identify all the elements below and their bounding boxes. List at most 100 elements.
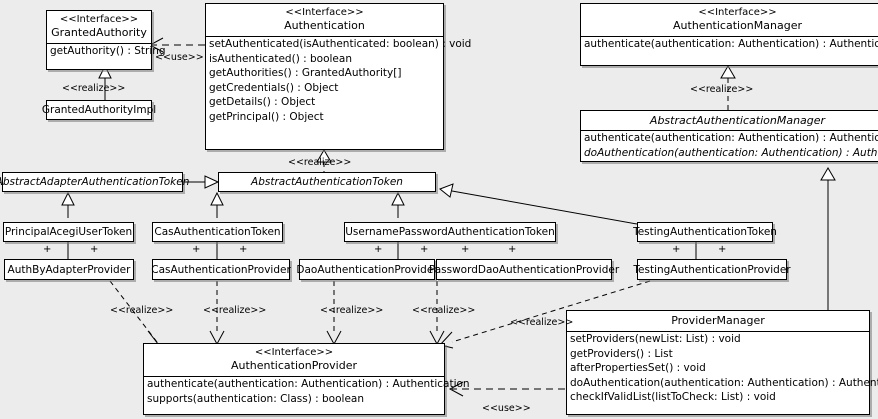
edge-label-realize-dao-provider: <<realize>> xyxy=(320,305,384,316)
multiplicity-plus: + xyxy=(508,244,517,255)
class-header: AbstractAuthenticationManager xyxy=(581,111,878,130)
class-testing-authentication-provider[interactable]: TestingAuthenticationProvider xyxy=(633,259,791,280)
class-name: DaoAuthenticationProvider xyxy=(296,263,438,276)
member-row: doAuthentication(authentication: Authent… xyxy=(584,146,878,159)
stereotype-label: <<Interface>> xyxy=(698,7,777,18)
edge-label-realize-cas-provider: <<realize>> xyxy=(203,305,267,316)
member-row: getAuthority() : String xyxy=(50,45,166,57)
class-header: AbstractAdapterAuthenticationToken xyxy=(0,173,189,191)
class-principal-acegi-user-token[interactable]: PrincipalAcegiUserToken xyxy=(3,222,134,242)
class-header: <<Interface>> AuthenticationManager xyxy=(581,4,878,36)
class-name: Authentication xyxy=(284,19,365,32)
class-authentication[interactable]: <<Interface>> Authentication setAuthenti… xyxy=(205,3,472,150)
class-header: <<Interface>> AuthenticationProvider xyxy=(144,344,444,376)
stereotype-label: <<Interface>> xyxy=(59,14,139,25)
member-compartment: setAuthenticated(isAuthenticated: boolea… xyxy=(206,36,472,124)
multiplicity-plus: + xyxy=(90,244,99,255)
class-abstract-authentication-token[interactable]: AbstractAuthenticationToken xyxy=(218,172,436,192)
class-name: AbstractAuthenticationToken xyxy=(251,176,403,188)
class-name: CasAuthenticationToken xyxy=(154,226,281,238)
class-password-dao-authentication-provider[interactable]: PasswordDaoAuthenticationProvider xyxy=(429,259,619,280)
edge-label-realize-abstract-authentication-token: <<realize>> xyxy=(288,157,352,168)
class-granted-authority-impl[interactable]: GrantedAuthorityImpl xyxy=(42,100,156,120)
class-header: DaoAuthenticationProvider xyxy=(296,260,437,279)
member-row: getDetails() : Object xyxy=(209,96,316,108)
class-username-password-authentication-token[interactable]: UsernamePasswordAuthenticationToken xyxy=(344,222,556,242)
multiplicity-plus: + xyxy=(374,244,383,255)
member-compartment: authenticate(authentication: Authenticat… xyxy=(144,376,470,406)
class-cas-authentication-token[interactable]: CasAuthenticationToken xyxy=(152,222,283,242)
member-compartment: getAuthority() : String xyxy=(47,43,166,59)
class-name: TestingAuthenticationToken xyxy=(633,226,777,238)
member-row: doAuthentication(authentication: Authent… xyxy=(570,376,878,389)
class-header: ProviderManager xyxy=(567,311,869,331)
member-row: getPrincipal() : Object xyxy=(209,110,324,123)
class-abstract-adapter-authentication-token[interactable]: AbstractAdapterAuthenticationToken xyxy=(0,172,189,192)
multiplicity-plus: + xyxy=(672,244,681,255)
member-compartment: authenticate(authentication: Authenticat… xyxy=(581,130,878,160)
multiplicity-plus: + xyxy=(461,244,470,255)
class-abstract-authentication-manager[interactable]: AbstractAuthenticationManager authentica… xyxy=(580,110,878,162)
class-testing-authentication-token[interactable]: TestingAuthenticationToken xyxy=(633,222,777,242)
class-auth-by-adapter-provider[interactable]: AuthByAdapterProvider xyxy=(4,259,134,280)
class-name: CasAuthenticationProvider xyxy=(151,263,291,276)
edge-label-use-provider-manager: <<use>> xyxy=(482,403,531,414)
class-cas-authentication-provider[interactable]: CasAuthenticationProvider xyxy=(151,259,291,280)
member-compartment: setProviders(newList: List) : void getPr… xyxy=(567,331,878,405)
class-name: PrincipalAcegiUserToken xyxy=(4,226,133,238)
member-row: getProviders() : List xyxy=(570,347,673,360)
member-row: isAuthenticated() : boolean xyxy=(209,52,352,65)
member-row: supports(authentication: Class) : boolea… xyxy=(147,392,364,405)
class-header: PasswordDaoAuthenticationProvider xyxy=(429,260,619,279)
multiplicity-plus: + xyxy=(420,244,429,255)
class-header: AbstractAuthenticationToken xyxy=(219,173,435,191)
class-name: AuthenticationProvider xyxy=(230,359,358,372)
class-name: GrantedAuthority xyxy=(51,26,147,39)
class-name: UsernamePasswordAuthenticationToken xyxy=(345,226,555,238)
class-header: PrincipalAcegiUserToken xyxy=(4,223,133,241)
edge-label-realize-auth-by-adapter: <<realize>> xyxy=(110,305,174,316)
class-name: ProviderManager xyxy=(671,314,765,327)
member-row: afterPropertiesSet() : void xyxy=(570,362,706,374)
class-header: CasAuthenticationProvider xyxy=(151,260,291,279)
multiplicity-plus: + xyxy=(43,244,52,255)
multiplicity-plus: + xyxy=(192,244,201,255)
class-header: CasAuthenticationToken xyxy=(153,223,282,241)
class-authentication-provider[interactable]: <<Interface>> AuthenticationProvider aut… xyxy=(143,343,470,415)
class-name: AuthenticationManager xyxy=(673,19,802,32)
class-header: <<Interface>> Authentication xyxy=(206,4,443,36)
class-name: AbstractAdapterAuthenticationToken xyxy=(0,176,190,188)
member-row: setProviders(newList: List) : void xyxy=(570,333,741,345)
member-row: getCredentials() : Object xyxy=(209,81,339,94)
class-header: <<Interface>> GrantedAuthority xyxy=(47,11,151,43)
member-row: getAuthorities() : GrantedAuthority[] xyxy=(209,67,402,79)
class-header: AuthByAdapterProvider xyxy=(5,260,133,279)
member-row: authenticate(authentication: Authenticat… xyxy=(147,378,470,390)
class-name: AuthByAdapterProvider xyxy=(7,263,131,276)
edge-label-realize-password-dao-provider: <<realize>> xyxy=(412,305,476,316)
member-compartment: authenticate(authentication: Authenticat… xyxy=(581,36,878,52)
edge-label-realize-granted-authority-impl: <<realize>> xyxy=(62,83,126,94)
class-name: TestingAuthenticationProvider xyxy=(633,263,791,276)
class-authentication-manager[interactable]: <<Interface>> AuthenticationManager auth… xyxy=(580,3,878,66)
edge-label-realize-authentication-manager: <<realize>> xyxy=(690,84,754,95)
member-row: setAuthenticated(isAuthenticated: boolea… xyxy=(209,38,472,50)
edge-label-use-granted-authority: <<use>> xyxy=(155,52,204,63)
class-name: PasswordDaoAuthenticationProvider xyxy=(428,263,620,276)
class-header: TestingAuthenticationProvider xyxy=(633,260,790,279)
class-provider-manager[interactable]: ProviderManager setProviders(newList: Li… xyxy=(566,310,878,415)
class-name: GrantedAuthorityImpl xyxy=(41,104,157,116)
class-header: GrantedAuthorityImpl xyxy=(42,101,156,119)
stereotype-label: <<Interface>> xyxy=(254,347,334,358)
class-dao-authentication-provider[interactable]: DaoAuthenticationProvider xyxy=(296,259,438,280)
multiplicity-plus: + xyxy=(239,244,248,255)
class-granted-authority[interactable]: <<Interface>> GrantedAuthority getAuthor… xyxy=(46,10,166,70)
class-name: AbstractAuthenticationManager xyxy=(649,114,826,127)
member-row: authenticate(authentication: Authenticat… xyxy=(584,38,878,50)
member-row: authenticate(authentication: Authenticat… xyxy=(584,132,878,144)
class-header: TestingAuthenticationToken xyxy=(633,223,777,241)
class-header: UsernamePasswordAuthenticationToken xyxy=(345,223,555,241)
member-row: checkIfValidList(listToCheck: List) : vo… xyxy=(570,391,776,403)
stereotype-label: <<Interface>> xyxy=(285,7,364,18)
